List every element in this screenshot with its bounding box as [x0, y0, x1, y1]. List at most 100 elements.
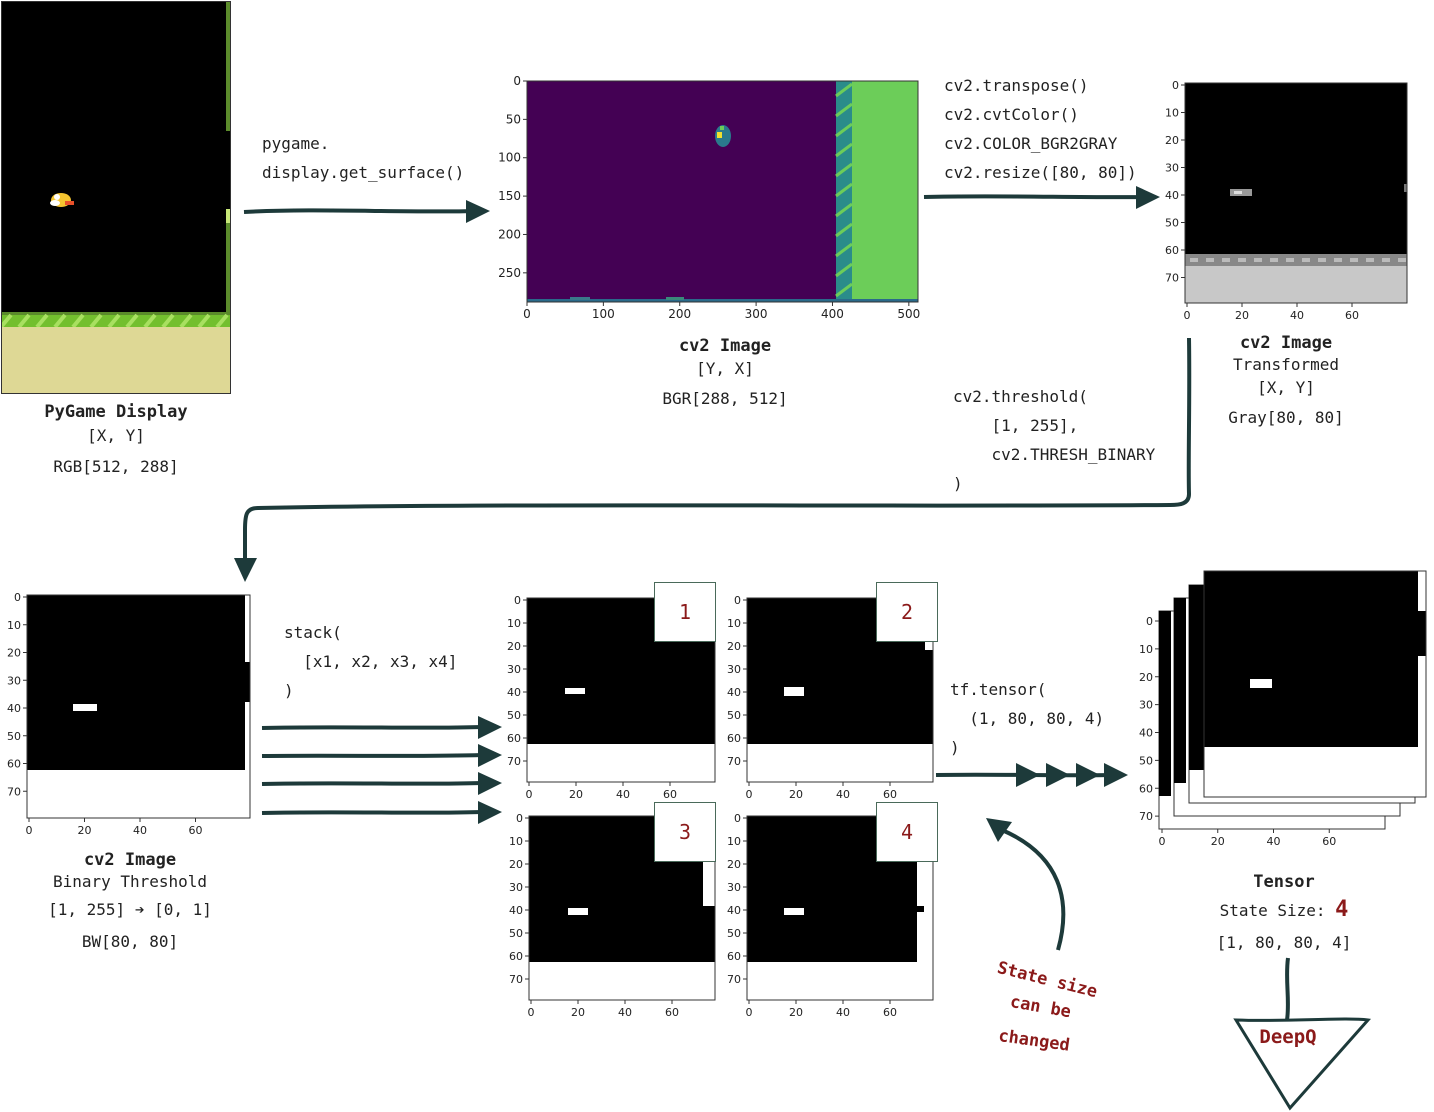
arrow-stack-1 [261, 725, 483, 730]
x-tick-label: 0 [26, 824, 33, 837]
x-tick-label: 40 [836, 788, 850, 801]
y-tick-label: 50 [727, 709, 741, 722]
arrowhead-tensor-3 [1076, 763, 1100, 787]
y-tick-label: 250 [498, 266, 521, 280]
arrowhead-threshold [234, 558, 257, 582]
arrow-stack-4 [261, 810, 483, 815]
y-tick-label: 20 [1165, 134, 1179, 147]
state-size-label: State Size: [1219, 901, 1326, 920]
x-tick-label: 40 [618, 1006, 632, 1019]
y-tick-label: 0 [513, 74, 521, 88]
arrowhead-stack-3 [478, 772, 502, 795]
threshold-code-line-3: cv2.THRESH_BINARY [953, 445, 1156, 464]
tensor-shape: [1, 80, 80, 4] [1216, 933, 1352, 952]
deepq-triangle [1233, 1017, 1371, 1111]
pygame-shape: RGB[512, 288] [53, 457, 179, 476]
arrowhead-tensor-1 [1016, 763, 1040, 787]
transformed-axes: [X, Y] [1257, 378, 1315, 397]
y-tick-label: 70 [1139, 810, 1153, 823]
arrowhead-stack-2 [478, 744, 502, 767]
y-tick-label: 0 [516, 812, 523, 825]
arrow-icon: ➔ [134, 900, 145, 919]
y-tick-label: 60 [1139, 782, 1153, 795]
y-tick-label: 70 [727, 973, 741, 986]
x-tick-label: 60 [1322, 835, 1336, 848]
tensor-title: Tensor [1253, 872, 1315, 892]
y-tick-label: 40 [1139, 727, 1153, 740]
transform-code-line-1: cv2.transpose() [944, 76, 1089, 95]
y-tick-label: 50 [7, 730, 21, 743]
tensor-code-line-3: ) [950, 738, 960, 757]
y-tick-label: 60 [507, 732, 521, 745]
y-tick-label: 20 [507, 640, 521, 653]
arrowhead-stack-1 [478, 716, 502, 739]
x-tick-label: 40 [616, 788, 630, 801]
y-tick-label: 0 [734, 594, 741, 607]
y-tick-label: 20 [727, 858, 741, 871]
y-tick-label: 60 [727, 950, 741, 963]
x-tick-label: 60 [1345, 309, 1359, 322]
y-tick-label: 0 [14, 591, 21, 604]
y-tick-label: 20 [1139, 671, 1153, 684]
y-tick-label: 60 [509, 950, 523, 963]
y-tick-label: 10 [1165, 107, 1179, 120]
y-tick-label: 50 [1165, 217, 1179, 230]
transformed-title: cv2 Image [1239, 333, 1333, 353]
transform-code-line-3: cv2.COLOR_BGR2GRAY [944, 134, 1118, 153]
arrow-stack-3 [261, 781, 483, 786]
binary-title: cv2 Image [83, 850, 177, 870]
y-tick-label: 50 [1139, 754, 1153, 767]
arrow-surface [243, 208, 479, 214]
x-tick-label: 500 [897, 307, 920, 321]
y-tick-label: 20 [509, 858, 523, 871]
y-tick-label: 50 [506, 112, 521, 126]
transformed-shape: Gray[80, 80] [1228, 408, 1344, 427]
y-tick-label: 200 [498, 227, 521, 241]
y-tick-label: 10 [727, 617, 741, 630]
x-tick-label: 100 [592, 307, 615, 321]
y-tick-label: 0 [1146, 615, 1153, 628]
y-tick-label: 70 [507, 755, 521, 768]
threshold-code-line-1: cv2.threshold( [953, 387, 1088, 406]
stack-code-line-1: stack( [284, 623, 342, 642]
x-tick-label: 20 [569, 788, 583, 801]
x-tick-label: 200 [668, 307, 691, 321]
y-tick-label: 10 [727, 835, 741, 848]
arrow-deepq [1285, 957, 1290, 1021]
y-tick-label: 30 [1165, 162, 1179, 175]
y-tick-label: 30 [7, 674, 21, 687]
y-tick-label: 70 [509, 973, 523, 986]
pygame-title: PyGame Display [44, 402, 188, 422]
threshold-code-line-2: [1, 255], [953, 416, 1079, 435]
x-tick-label: 0 [1184, 309, 1191, 322]
arrowhead-transform [1136, 186, 1160, 209]
x-tick-label: 0 [526, 788, 533, 801]
y-tick-label: 0 [514, 594, 521, 607]
y-tick-label: 150 [498, 189, 521, 203]
x-tick-label: 40 [1267, 835, 1281, 848]
x-tick-label: 20 [78, 824, 92, 837]
y-tick-label: 10 [509, 835, 523, 848]
y-tick-label: 30 [727, 881, 741, 894]
y-tick-label: 20 [727, 640, 741, 653]
x-tick-label: 0 [523, 307, 531, 321]
y-tick-label: 40 [1165, 189, 1179, 202]
arrowhead-tensor-4 [1104, 763, 1128, 787]
y-tick-label: 50 [727, 927, 741, 940]
frame-number-4: 4 [876, 802, 938, 862]
surface-code-line-1: pygame. [262, 134, 330, 153]
surface-code-line-2: display.get_surface() [262, 163, 465, 182]
y-tick-label: 40 [7, 702, 21, 715]
x-tick-label: 60 [665, 1006, 679, 1019]
y-tick-label: 30 [727, 663, 741, 676]
y-tick-label: 40 [507, 686, 521, 699]
cv2-shape: BGR[288, 512] [662, 389, 788, 408]
binary-subtitle: Binary Threshold [52, 872, 208, 891]
x-tick-label: 0 [746, 788, 753, 801]
x-tick-label: 20 [789, 788, 803, 801]
